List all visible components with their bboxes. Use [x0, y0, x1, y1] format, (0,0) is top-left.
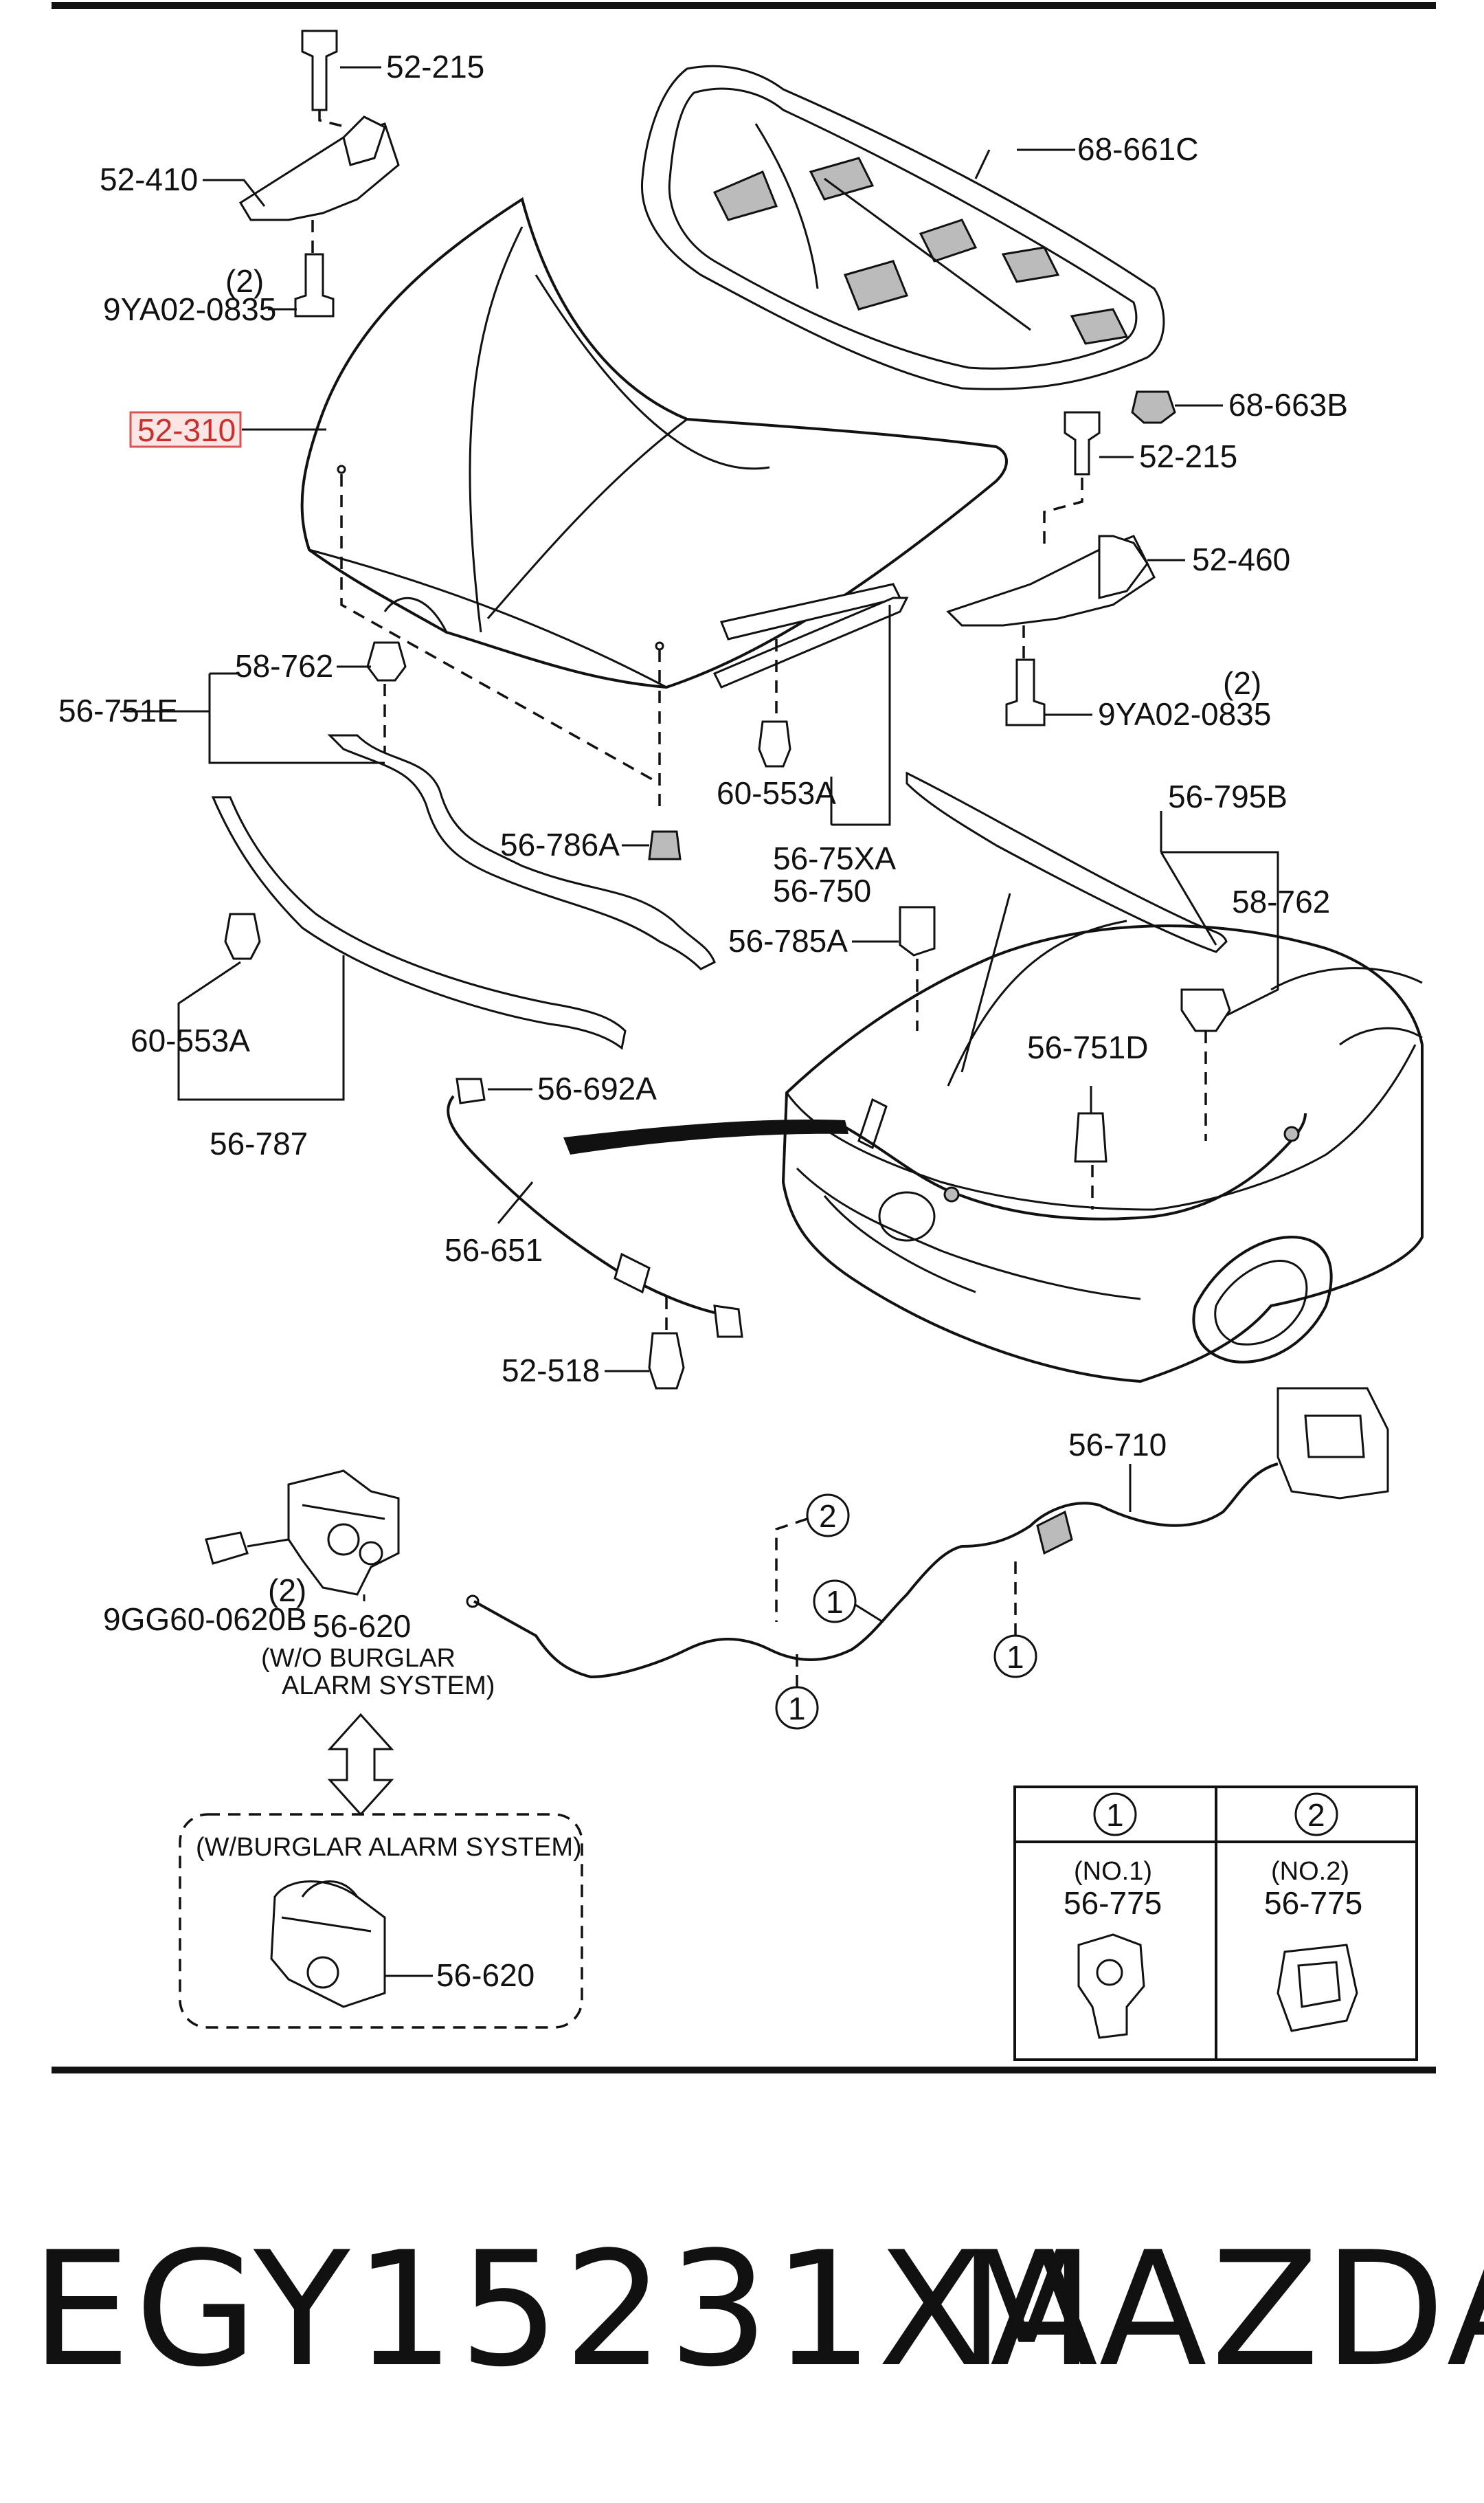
- label-60-553a-mid: 60-553A: [717, 775, 836, 811]
- label-56-620-bottom: 56-620: [436, 1957, 535, 1993]
- clip-no1-part: 56-775: [1064, 1885, 1162, 1921]
- release-cable-56-710-icon: [473, 1462, 1279, 1679]
- prop-rod-56-651-icon: [447, 1095, 715, 1314]
- bolt-52-215-left-icon: [301, 30, 338, 111]
- label-56-795b: 56-795B: [1168, 779, 1288, 814]
- label-9gg60: 9GG60-0620B: [103, 1601, 307, 1637]
- label-52-460: 52-460: [1192, 542, 1290, 577]
- bolt-52-215-right-icon: [1064, 411, 1101, 476]
- bolt-9gg60-icon: [205, 1531, 249, 1565]
- label-56-651: 56-651: [445, 1232, 543, 1268]
- bolt-9ya02-left-icon: [294, 253, 335, 318]
- callout-2-top-icon: [806, 1493, 850, 1537]
- clip-no2-icon: [1277, 1944, 1358, 2032]
- callout-1-top: 1: [826, 1584, 844, 1620]
- weatherstrip-56-751e-icon: [327, 734, 716, 970]
- footer-brand: MAZDA: [958, 2218, 1484, 2402]
- label-56-710: 56-710: [1068, 1427, 1167, 1462]
- holder-52-518-icon: [648, 1332, 685, 1390]
- callout-2-top: 2: [819, 1498, 837, 1534]
- label-52-310: 52-310: [137, 412, 236, 448]
- label-56-786a: 56-786A: [500, 827, 620, 863]
- label-56-750: 56-750: [773, 873, 871, 909]
- label-58-762-right: 58-762: [1232, 884, 1330, 920]
- label-60-553a-left: 60-553A: [131, 1023, 250, 1058]
- seal-56-787-icon: [211, 796, 627, 1050]
- clip-58-762-right-icon: [1180, 988, 1231, 1032]
- callout-1-right: 1: [1007, 1639, 1024, 1675]
- burglar-alarm-box: [179, 1813, 583, 2029]
- label-52-215-top: 52-215: [386, 49, 484, 85]
- right-hinge-group: [946, 411, 1185, 726]
- release-cable-in-car: [844, 1113, 1307, 1221]
- label-56-75xa: 56-75XA: [773, 841, 896, 876]
- label-68-663b: 68-663B: [1228, 387, 1348, 423]
- label-56-620-top: 56-620: [313, 1608, 411, 1644]
- car-front-outline: [781, 893, 1424, 1383]
- hinge-knuckle-right-icon: [1098, 535, 1149, 599]
- clip-table-head-1: 1: [1106, 1797, 1124, 1833]
- label-wo-burglar-2: ALARM SYSTEM): [282, 1671, 495, 1700]
- bolt-9ya02-right-icon: [1005, 658, 1046, 726]
- release-handle-56-710-icon: [1277, 1387, 1389, 1500]
- label-qty-2-left: (2): [225, 263, 264, 299]
- label-52-518: 52-518: [502, 1353, 600, 1388]
- clip-60-553a-mid-icon: [758, 720, 791, 768]
- bumper-56-751d-icon: [1074, 1112, 1108, 1163]
- clip-no2-label: (NO.2): [1271, 1857, 1349, 1886]
- label-qty-2-bottom: (2): [268, 1572, 306, 1608]
- grommet-56-692a-icon: [456, 1078, 486, 1104]
- latch-56-620-top: [205, 1469, 400, 1601]
- label-58-762-left: 58-762: [235, 648, 333, 684]
- label-wo-burglar-1: (W/O BURGLAR: [261, 1644, 456, 1673]
- clip-table: [1013, 1786, 1418, 2061]
- clip-no1-label: (NO.1): [1074, 1857, 1152, 1886]
- bumper-56-786a-icon: [648, 830, 682, 860]
- clip-no1-icon: [1077, 1933, 1145, 2039]
- clip-no2-part: 56-775: [1264, 1885, 1362, 1921]
- clip-60-553a-left-icon: [224, 913, 261, 960]
- left-hinge-group: [203, 30, 400, 318]
- weatherstrip-56-795b-icon: [906, 771, 1228, 953]
- label-56-785a: 56-785A: [728, 923, 848, 959]
- hinge-knuckle-left-icon: [342, 115, 386, 166]
- latch-56-620-bottom: [270, 1880, 386, 2008]
- highlight-box-52-310: [129, 411, 242, 448]
- label-56-751d: 56-751D: [1027, 1030, 1148, 1065]
- label-9ya02-right: 9YA02-0835: [1098, 696, 1271, 732]
- clip-68-663b-icon: [1131, 390, 1176, 424]
- label-qty-2-right: (2): [1223, 665, 1261, 701]
- label-9ya02-left: 9YA02-0835: [103, 291, 276, 327]
- label-52-215-right: 52-215: [1139, 438, 1237, 474]
- label-56-751e: 56-751E: [58, 693, 178, 728]
- label-56-692a: 56-692A: [537, 1071, 657, 1106]
- callout-1-top-icon: [813, 1579, 857, 1623]
- double-arrow-icon: [327, 1713, 394, 1816]
- footer-part-number: EGY15231XA: [31, 2218, 1102, 2402]
- label-56-787: 56-787: [210, 1126, 308, 1161]
- label-52-410: 52-410: [100, 162, 198, 197]
- callout-1-bottom: 1: [788, 1691, 806, 1726]
- clip-58-762-left-icon: [366, 641, 407, 682]
- clip-table-head-2: 2: [1307, 1797, 1325, 1833]
- hood-seal-band-icon: [563, 1120, 848, 1155]
- label-w-burglar: (W/BURGLAR ALARM SYSTEM): [196, 1833, 582, 1862]
- bumper-56-785a-icon: [899, 906, 936, 957]
- hood-insulator: [640, 65, 1165, 390]
- label-68-661c: 68-661C: [1077, 131, 1198, 167]
- hood-panel: [300, 197, 1008, 811]
